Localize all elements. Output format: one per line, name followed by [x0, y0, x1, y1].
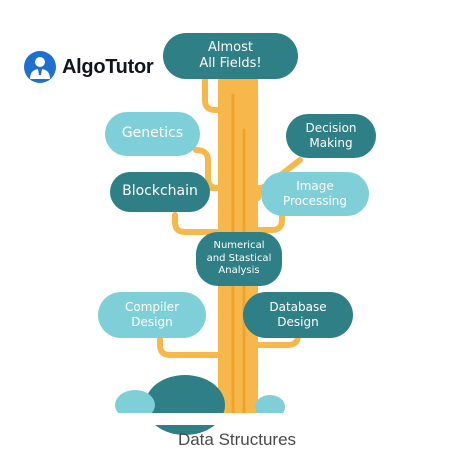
brand-logo-icon	[24, 51, 56, 83]
node-almost-all-fields: Almost All Fields!	[163, 33, 298, 79]
brand-logo: AlgoTutor	[24, 50, 154, 84]
node-decision-making: Decision Making	[286, 114, 376, 158]
node-image-processing: Image Processing	[261, 172, 369, 216]
node-blockchain: Blockchain	[110, 172, 210, 212]
node-numerical-analysis: Numerical and Stastical Analysis	[196, 232, 282, 286]
node-database-design: Database Design	[243, 292, 353, 338]
node-genetics: Genetics	[105, 112, 200, 156]
bushes	[110, 375, 290, 435]
brand-name: AlgoTutor	[62, 55, 154, 78]
diagram-caption: Data Structures	[177, 430, 297, 449]
node-compiler-design: Compiler Design	[98, 292, 206, 338]
